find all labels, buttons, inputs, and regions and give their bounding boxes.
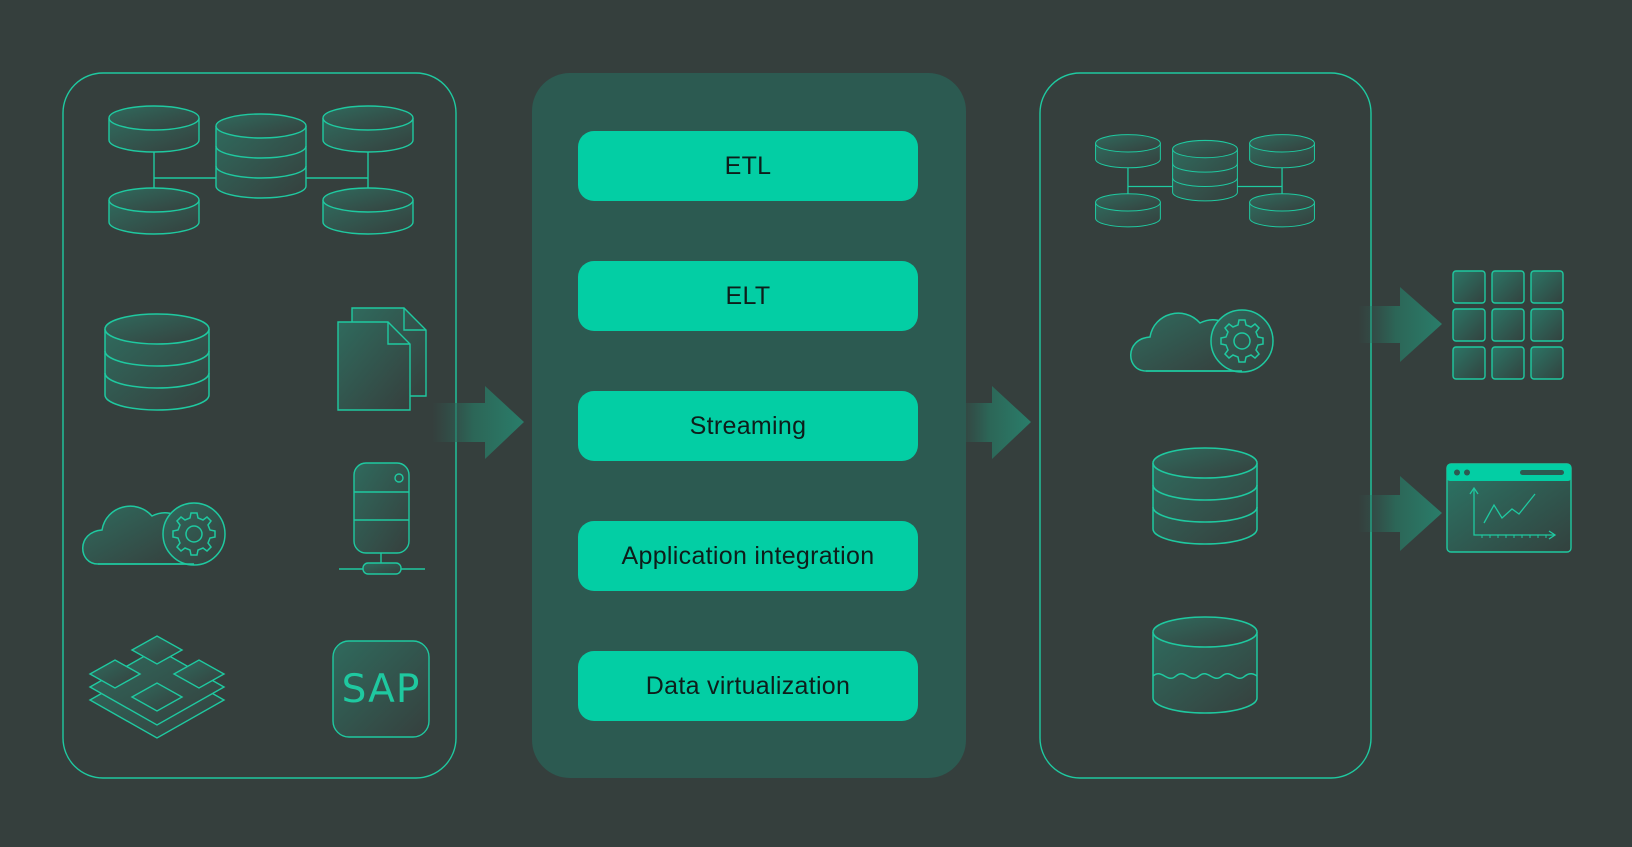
method-elt: ELT [578, 261, 918, 331]
cloud-gear-icon [1129, 309, 1274, 373]
method-streaming: Streaming [578, 391, 918, 461]
arrow-to-methods [432, 386, 524, 459]
sap-label: SAP [341, 666, 421, 712]
database-icon [104, 313, 210, 411]
arrow-to-dashboard [1358, 476, 1442, 551]
database-icon [1152, 447, 1258, 545]
connected-databases-icon [1095, 134, 1315, 228]
dashboard-chart-icon [1446, 463, 1572, 553]
arrow-to-targets [955, 386, 1031, 459]
documents-icon [337, 307, 427, 411]
tiles-grid-icon [1452, 270, 1564, 380]
method-data-virtualization: Data virtualization [578, 651, 918, 721]
sap-icon [332, 640, 430, 738]
arrow-to-tiles [1358, 287, 1442, 362]
cloud-gear-icon [81, 502, 226, 566]
data-lake-icon [1152, 616, 1258, 714]
targets-panel [1039, 72, 1372, 779]
method-etl: ETL [578, 131, 918, 201]
connected-databases-icon [108, 105, 414, 235]
method-application-integration: Application integration [578, 521, 918, 591]
server-icon [339, 462, 425, 575]
layers-icon [88, 635, 226, 739]
